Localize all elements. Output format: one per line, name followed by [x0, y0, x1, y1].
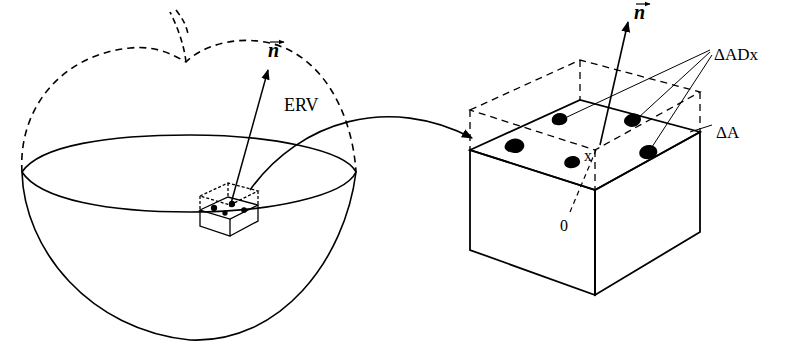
cut-back — [22, 135, 356, 172]
apple-lower-outline — [22, 172, 356, 340]
apple-stem — [176, 10, 188, 34]
side-face — [595, 132, 700, 295]
normal-vector — [230, 70, 268, 207]
zoom-arrow — [250, 117, 472, 190]
leader-lines — [567, 50, 712, 150]
large-erv-cube — [470, 60, 700, 295]
contact-areas — [505, 113, 658, 168]
small-erv-cube — [200, 183, 258, 236]
normal-vector — [600, 22, 628, 145]
figure-label: ΔA — [716, 124, 739, 141]
cut-front — [22, 172, 356, 212]
axis-line — [570, 150, 596, 212]
figure-label: 0 — [560, 218, 568, 234]
figure-label: x — [584, 148, 592, 164]
apple — [22, 10, 356, 340]
apple-stem — [170, 12, 186, 62]
apple-upper-outline — [22, 40, 356, 172]
figure-label: ΔADx — [714, 46, 758, 63]
vector-label: n — [634, 2, 645, 22]
figure-label: ERV — [284, 96, 319, 114]
vector-label: n — [268, 40, 279, 60]
front-face — [470, 150, 595, 295]
dashed-prism — [470, 60, 700, 190]
